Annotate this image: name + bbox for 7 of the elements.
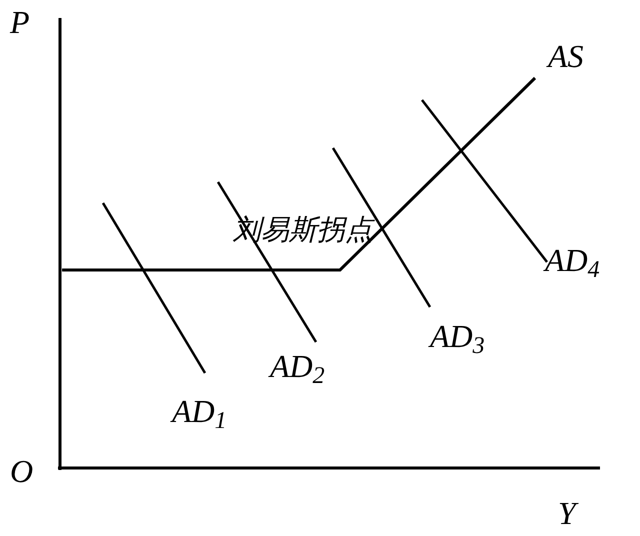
curve-label: AD$_{4}$ — [545, 244, 600, 282]
curve-label: AD$_{1}$ — [172, 395, 227, 433]
axis-label: O — [10, 455, 34, 487]
axis-label: P — [10, 6, 30, 38]
curve-label: AS — [548, 40, 584, 72]
curve-label: AD$_{2}$ — [270, 350, 325, 388]
curve-label: AD$_{3}$ — [430, 320, 485, 358]
